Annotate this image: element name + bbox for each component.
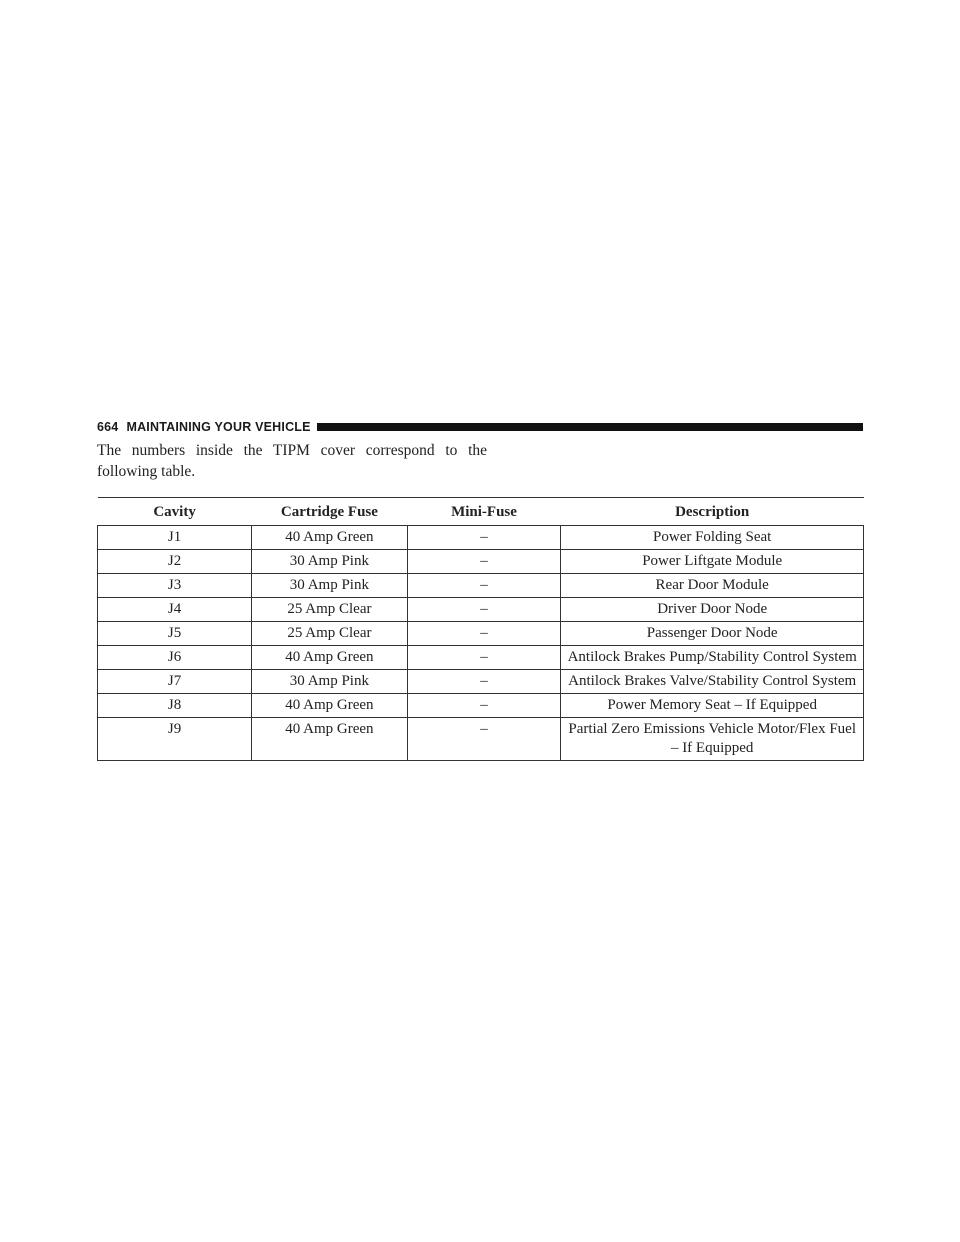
cell-cavity: J7 [96, 669, 253, 694]
cell-mini-fuse: – [406, 669, 562, 694]
cell-cavity: J6 [96, 645, 253, 670]
cell-description: Antilock Brakes Pump/Stability Control S… [560, 645, 864, 670]
column-header-cavity: Cavity [97, 497, 252, 526]
table-header-row: Cavity Cartridge Fuse Mini-Fuse Descript… [97, 497, 864, 526]
table-row: J9 40 Amp Green – Partial Zero Emissions… [96, 717, 864, 761]
cell-cartridge-fuse: 40 Amp Green [251, 645, 408, 670]
cell-cartridge-fuse: 40 Amp Green [251, 717, 408, 761]
page-header: 664 MAINTAINING YOUR VEHICLE [97, 417, 863, 437]
cell-cartridge-fuse: 40 Amp Green [251, 693, 408, 718]
table-row: J3 30 Amp Pink – Rear Door Module [96, 573, 864, 598]
fuse-table: Cavity Cartridge Fuse Mini-Fuse Descript… [96, 497, 864, 761]
cell-cavity: J4 [96, 597, 253, 622]
cell-mini-fuse: – [406, 717, 562, 761]
cell-mini-fuse: – [406, 597, 562, 622]
table-row: J7 30 Amp Pink – Antilock Brakes Valve/S… [96, 669, 864, 694]
cell-description: Power Folding Seat [560, 525, 864, 550]
cell-description: Power Memory Seat – If Equipped [560, 693, 864, 718]
cell-mini-fuse: – [406, 549, 562, 574]
header-rule [316, 423, 863, 431]
cell-cartridge-fuse: 30 Amp Pink [251, 549, 408, 574]
page-number: 664 [97, 420, 119, 434]
cell-mini-fuse: – [406, 525, 562, 550]
cell-description: Antilock Brakes Valve/Stability Control … [560, 669, 864, 694]
cell-cavity: J2 [96, 549, 253, 574]
cell-mini-fuse: – [406, 645, 562, 670]
cell-cavity: J8 [96, 693, 253, 718]
table-row: J8 40 Amp Green – Power Memory Seat – If… [96, 693, 864, 718]
intro-line: following table. [97, 463, 196, 480]
table-row: J1 40 Amp Green – Power Folding Seat [96, 525, 864, 550]
cell-description: Rear Door Module [560, 573, 864, 598]
intro-paragraph: The numbers inside the TIPM cover corres… [97, 440, 487, 482]
table-row: J2 30 Amp Pink – Power Liftgate Module [96, 549, 864, 574]
cell-cartridge-fuse: 25 Amp Clear [251, 597, 408, 622]
table-row: J4 25 Amp Clear – Driver Door Node [96, 597, 864, 622]
cell-description: Driver Door Node [560, 597, 864, 622]
section-title: MAINTAINING YOUR VEHICLE [126, 420, 311, 434]
column-header-description: Description [560, 497, 864, 526]
cell-cartridge-fuse: 30 Amp Pink [251, 573, 408, 598]
cell-description: Passenger Door Node [560, 621, 864, 646]
cell-cavity: J3 [96, 573, 253, 598]
cell-description: Partial Zero Emissions Vehicle Motor/Fle… [560, 717, 864, 761]
cell-cartridge-fuse: 30 Amp Pink [251, 669, 408, 694]
cell-mini-fuse: – [406, 573, 562, 598]
cell-cavity: J5 [96, 621, 253, 646]
cell-description: Power Liftgate Module [560, 549, 864, 574]
cell-cartridge-fuse: 40 Amp Green [251, 525, 408, 550]
table-row: J6 40 Amp Green – Antilock Brakes Pump/S… [96, 645, 864, 670]
column-header-mini-fuse: Mini-Fuse [407, 497, 561, 526]
intro-line: The numbers inside the TIPM cover corres… [97, 442, 487, 459]
cell-mini-fuse: – [406, 693, 562, 718]
cell-mini-fuse: – [406, 621, 562, 646]
cell-cavity: J1 [96, 525, 253, 550]
column-header-cartridge-fuse: Cartridge Fuse [251, 497, 408, 526]
table-row: J5 25 Amp Clear – Passenger Door Node [96, 621, 864, 646]
cell-cavity: J9 [96, 717, 253, 761]
cell-cartridge-fuse: 25 Amp Clear [251, 621, 408, 646]
